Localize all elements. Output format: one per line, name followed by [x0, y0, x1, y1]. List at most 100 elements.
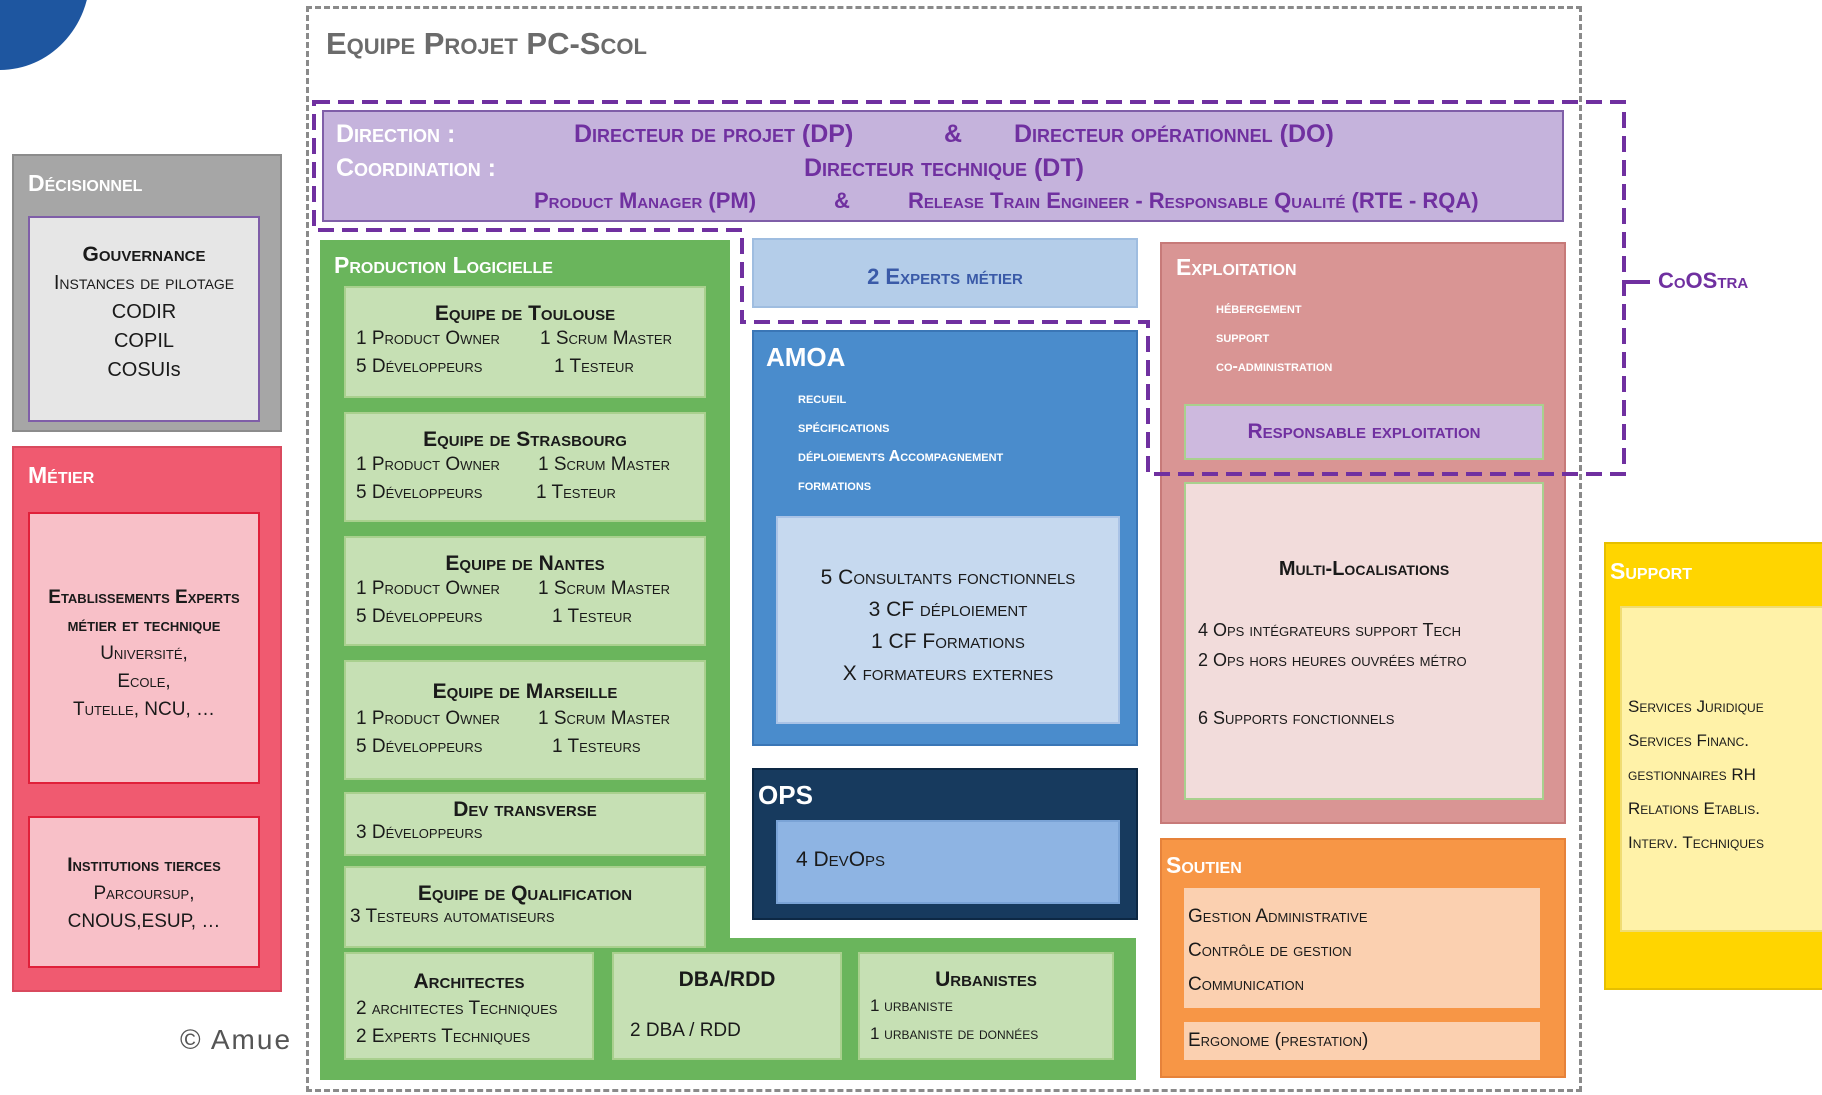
copyright-text: © Amue [180, 1024, 293, 1055]
directeur-technique: Directeur technique (DT) [804, 154, 1084, 182]
coostra-label: CoOStra [1658, 268, 1749, 293]
equipe-projet-title: Equipe Projet PC-Scol [326, 26, 647, 61]
metier-title: Métier [28, 462, 95, 488]
soutien-item: Contrôle de gestion [1188, 940, 1352, 961]
team-product-owner: 1 Product Owner [356, 454, 500, 475]
ergonome-box: Ergonome (prestation) [1184, 1022, 1540, 1060]
etablissements-title: Etablissements Experts [48, 587, 240, 608]
team-testeur: 1 Testeur [554, 356, 634, 377]
team-title: Equipe de Strasbourg [423, 428, 627, 451]
multi-localisations-line: 4 Ops intégrateurs support Tech [1198, 620, 1461, 640]
corner-decoration [0, 0, 90, 70]
support-item: Interv. Techniques [1628, 833, 1765, 852]
qualification-title: Equipe de Qualification [417, 882, 633, 905]
team-title: Equipe de Toulouse [434, 302, 616, 325]
responsable-exploitation-label: Responsable exploitation [1247, 420, 1481, 443]
team-testeurs: 1 Testeurs [552, 736, 641, 757]
exploitation-item: hébergement [1216, 300, 1302, 317]
team-developpeurs: 5 Développeurs [356, 356, 483, 377]
experts-metier-label: 2 Experts métier [867, 264, 1023, 289]
team-product-owner: 1 Product Owner [356, 578, 500, 599]
etablissements-box: Etablissements Experts métier et techniq… [28, 512, 260, 784]
etablissements-line: Tutelle, NCU, … [72, 699, 215, 720]
multi-localisations-line: 2 Ops hors heures ouvrées métro [1198, 650, 1467, 670]
dba-box: DBA/RDD 2 DBA / RDD [612, 952, 842, 1060]
dev-transverse-box: Dev transverse 3 Développeurs [344, 792, 706, 856]
qualification-box: Equipe de Qualification 3 Testeurs autom… [344, 866, 706, 948]
architectes-title: Architectes [413, 970, 525, 993]
amoa-item: recueil [798, 390, 847, 407]
multi-localisations-box: Multi-Localisations 4 Ops intégrateurs s… [1184, 482, 1544, 800]
amoa-list: recueil spécifications déploiements Acco… [798, 384, 1003, 500]
team-developpeurs: 5 Développeurs [356, 736, 483, 757]
architectes-line: 2 Experts Techniques [356, 1026, 531, 1047]
consultants-line: X formateurs externes [842, 662, 1054, 685]
support-item: Services Juridique [1628, 697, 1764, 716]
architectes-line: 2 architectes Techniques [356, 998, 558, 1019]
release-train-engineer: Release Train Engineer - Responsable Qua… [908, 188, 1479, 213]
multi-localisations-line: 6 Supports fonctionnels [1198, 708, 1395, 728]
consultants-line: 5 Consultants fonctionnels [820, 566, 1076, 589]
soutien-item: Gestion Administrative [1188, 906, 1368, 927]
gouvernance-line: CODIR [111, 301, 177, 323]
support-item: Relations Etablis. [1628, 799, 1760, 818]
directeur-operationnel: Directeur opérationnel (DO) [1014, 120, 1334, 148]
ergonome-label: Ergonome (prestation) [1188, 1030, 1369, 1051]
directeur-projet: Directeur de projet (DP) [574, 120, 854, 148]
institutions-box: Institutions tierces Parcoursup, CNOUS,E… [28, 816, 260, 968]
gouvernance-title: Gouvernance [82, 243, 206, 266]
dev-transverse-line: 3 Développeurs [356, 822, 483, 843]
institutions-line: Parcoursup, [93, 883, 195, 904]
team-box: Equipe de Strasbourg 1 Product Owner 1 Sc… [344, 412, 706, 522]
soutien-title: Soutien [1166, 852, 1242, 878]
product-manager: Product Manager (PM) [534, 188, 757, 213]
qualification-line: 3 Testeurs automatiseurs [350, 906, 555, 927]
direction-label: Direction : [336, 120, 456, 148]
amoa-item: déploiements Accompagnement [798, 448, 1004, 465]
exploitation-list: hébergement support co-administration [1216, 294, 1332, 381]
team-product-owner: 1 Product Owner [356, 708, 500, 729]
etablissements-line: Université, [100, 643, 188, 664]
amoa-title: AMOA [766, 342, 846, 372]
support-inner-box: Services Juridique Services Financ. gest… [1620, 606, 1822, 932]
institutions-line: CNOUS,ESUP, … [67, 911, 221, 932]
consultants-box: 5 Consultants fonctionnels 3 CF déploiem… [776, 516, 1120, 724]
gouvernance-line: Instances de pilotage [53, 272, 235, 294]
amoa-item: spécifications [798, 419, 890, 436]
urbanistes-title: Urbanistes [935, 968, 1037, 991]
urbanistes-box: Urbanistes 1 urbaniste 1 urbaniste de do… [858, 952, 1114, 1060]
etablissements-subtitle: métier et technique [67, 615, 221, 636]
soutien-item: Communication [1188, 974, 1305, 995]
exploitation-item: support [1216, 329, 1270, 346]
support-item: gestionnaires RH [1628, 765, 1756, 784]
team-product-owner: 1 Product Owner [356, 328, 500, 349]
ampersand-2: & [834, 188, 850, 213]
etablissements-line: Ecole, [117, 671, 171, 692]
devops-label: 4 DevOps [796, 848, 886, 871]
team-scrum-master: 1 Scrum Master [540, 328, 672, 349]
urbanistes-line: 1 urbaniste [870, 996, 953, 1015]
team-title: Equipe de Nantes [445, 552, 605, 575]
urbanistes-line: 1 urbaniste de données [870, 1024, 1039, 1043]
team-developpeurs: 5 Développeurs [356, 482, 483, 503]
ops-title: OPS [758, 780, 813, 810]
direction-band: Direction : Coordination : Directeur de … [322, 110, 1564, 222]
team-testeur: 1 Testeur [536, 482, 616, 503]
consultants-line: 1 CF Formations [871, 630, 1025, 653]
responsable-exploitation-box: Responsable exploitation [1184, 404, 1544, 460]
amoa-item: formations [798, 477, 872, 494]
dba-line: 2 DBA / RDD [630, 1020, 741, 1041]
team-scrum-master: 1 Scrum Master [538, 454, 670, 475]
team-box: Equipe de Toulouse 1 Product Owner 1 Scru… [344, 286, 706, 398]
exploitation-item: co-administration [1216, 358, 1333, 375]
architectes-box: Architectes 2 architectes Techniques 2 E… [344, 952, 594, 1060]
consultants-line: 3 CF déploiement [868, 598, 1028, 621]
team-title: Equipe de Marseille [432, 680, 618, 703]
gestion-box: Gestion Administrative Contrôle de gesti… [1184, 888, 1540, 1008]
gouvernance-box: Gouvernance Instances de pilotage CODIR … [28, 216, 260, 422]
institutions-title: Institutions tierces [67, 855, 221, 876]
dba-title: DBA/RDD [678, 968, 776, 991]
equipe-projet-frame [306, 6, 1582, 1092]
